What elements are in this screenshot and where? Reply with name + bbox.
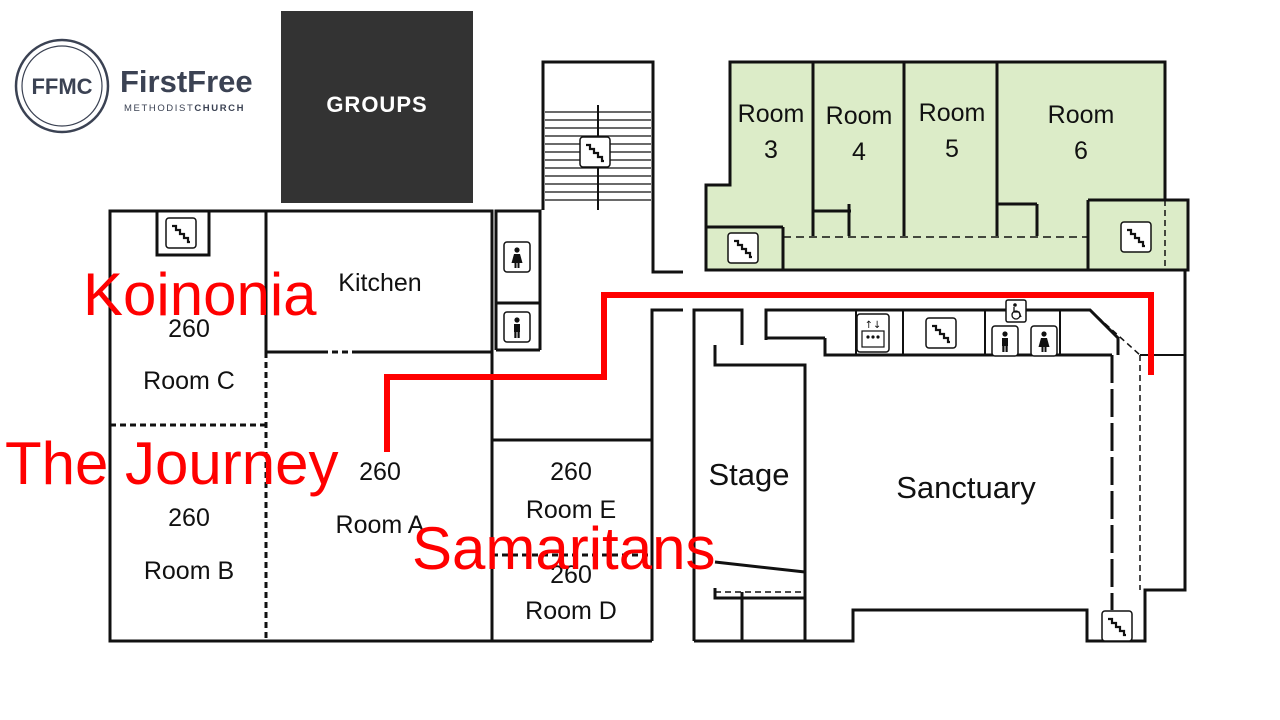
sanctuary-building: ↑↓ Stage Sanctuary bbox=[692, 270, 1187, 643]
room-6-label-2: 6 bbox=[1074, 137, 1088, 165]
logo-subtitle: METHODISTCHURCH bbox=[124, 103, 245, 114]
room-a-label: Room A bbox=[336, 511, 425, 539]
room-5-label-2: 5 bbox=[945, 135, 959, 163]
kitchen-label: Kitchen bbox=[338, 269, 421, 297]
route-line bbox=[384, 292, 1154, 452]
room-3-label-2: 3 bbox=[764, 136, 778, 164]
logo-monogram: FFMC bbox=[31, 74, 92, 99]
sanctuary-label: Sanctuary bbox=[896, 470, 1036, 505]
groups-title: GROUPS bbox=[326, 92, 427, 117]
stairs-icon bbox=[164, 216, 198, 250]
wing-outline bbox=[704, 60, 1190, 272]
logo-name: FirstFree bbox=[120, 64, 253, 99]
room-d-number: 260 bbox=[550, 561, 592, 589]
room-c-number: 260 bbox=[168, 315, 210, 343]
group-koinonia-label: Koinonia bbox=[83, 261, 317, 328]
logo-ring bbox=[14, 38, 110, 134]
room-5-label-1: Room bbox=[919, 99, 986, 127]
room-c-label: Room C bbox=[143, 367, 235, 395]
stairs-icon bbox=[578, 135, 612, 169]
room-d-label: Room D bbox=[525, 597, 617, 625]
groups-box bbox=[281, 11, 473, 203]
group-samaritans-label: Samaritans bbox=[412, 515, 715, 582]
mens-restroom-icon bbox=[991, 325, 1019, 357]
classroom-wing: Room 3 Room 4 Room 5 Room 6 bbox=[704, 60, 1190, 272]
logo-ring-inner bbox=[21, 45, 103, 127]
womens-restroom-icon bbox=[1030, 325, 1058, 357]
church-logo: FFMC FirstFree METHODISTCHURCH bbox=[14, 38, 253, 134]
svg-text:↑↓: ↑↓ bbox=[865, 320, 882, 331]
stairwell-north bbox=[541, 60, 683, 274]
stairs-icon bbox=[1119, 220, 1153, 254]
stairs-icon bbox=[924, 316, 958, 350]
stairs-icon bbox=[1100, 609, 1134, 643]
group-the-journey-label: The Journey bbox=[5, 430, 339, 497]
groups-header: GROUPS bbox=[281, 11, 473, 203]
room-e-number: 260 bbox=[550, 458, 592, 486]
room-3-label-1: Room bbox=[738, 100, 805, 128]
room-4-label-2: 4 bbox=[852, 138, 866, 166]
stairs-icon bbox=[726, 231, 760, 265]
room-b-number: 260 bbox=[168, 504, 210, 532]
room-4-label-1: Room bbox=[826, 102, 893, 130]
room-e-label: Room E bbox=[526, 496, 616, 524]
education-wing: Kitchen 260 Room C 260 Room B 260 Room A… bbox=[108, 209, 683, 643]
accessible-icon bbox=[1005, 299, 1027, 323]
elevator-icon: ↑↓ bbox=[856, 313, 890, 353]
stage-label: Stage bbox=[708, 457, 789, 492]
room-a-number: 260 bbox=[359, 458, 401, 486]
room-6-label-1: Room bbox=[1048, 101, 1115, 129]
womens-restroom-icon bbox=[503, 241, 531, 273]
room-b-label: Room B bbox=[144, 557, 234, 585]
mens-restroom-icon bbox=[503, 311, 531, 343]
